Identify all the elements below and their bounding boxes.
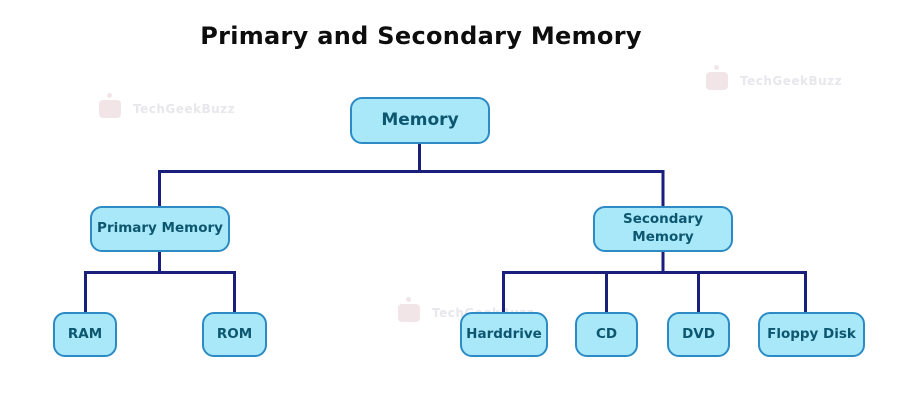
- watermark: TechGeekBuzz: [99, 93, 236, 118]
- watermark-logo-icon: [706, 65, 728, 90]
- node-floppy-disk: Floppy Disk: [758, 312, 865, 357]
- node-dvd: DVD: [667, 312, 730, 357]
- node-primary-memory: Primary Memory: [90, 206, 230, 252]
- node-secondary-memory: Secondary Memory: [593, 206, 733, 252]
- node-harddrive: Harddrive: [460, 312, 548, 357]
- node-memory: Memory: [350, 97, 490, 144]
- watermark: TechGeekBuzz: [706, 65, 843, 90]
- watermark-text: TechGeekBuzz: [133, 102, 236, 116]
- node-cd: CD: [575, 312, 638, 357]
- watermark-text: TechGeekBuzz: [740, 74, 843, 88]
- node-rom: ROM: [202, 312, 267, 357]
- node-ram: RAM: [53, 312, 117, 357]
- watermark-logo-icon: [99, 93, 121, 118]
- diagram-title: Primary and Secondary Memory: [200, 22, 642, 50]
- watermark-logo-icon: [398, 297, 420, 322]
